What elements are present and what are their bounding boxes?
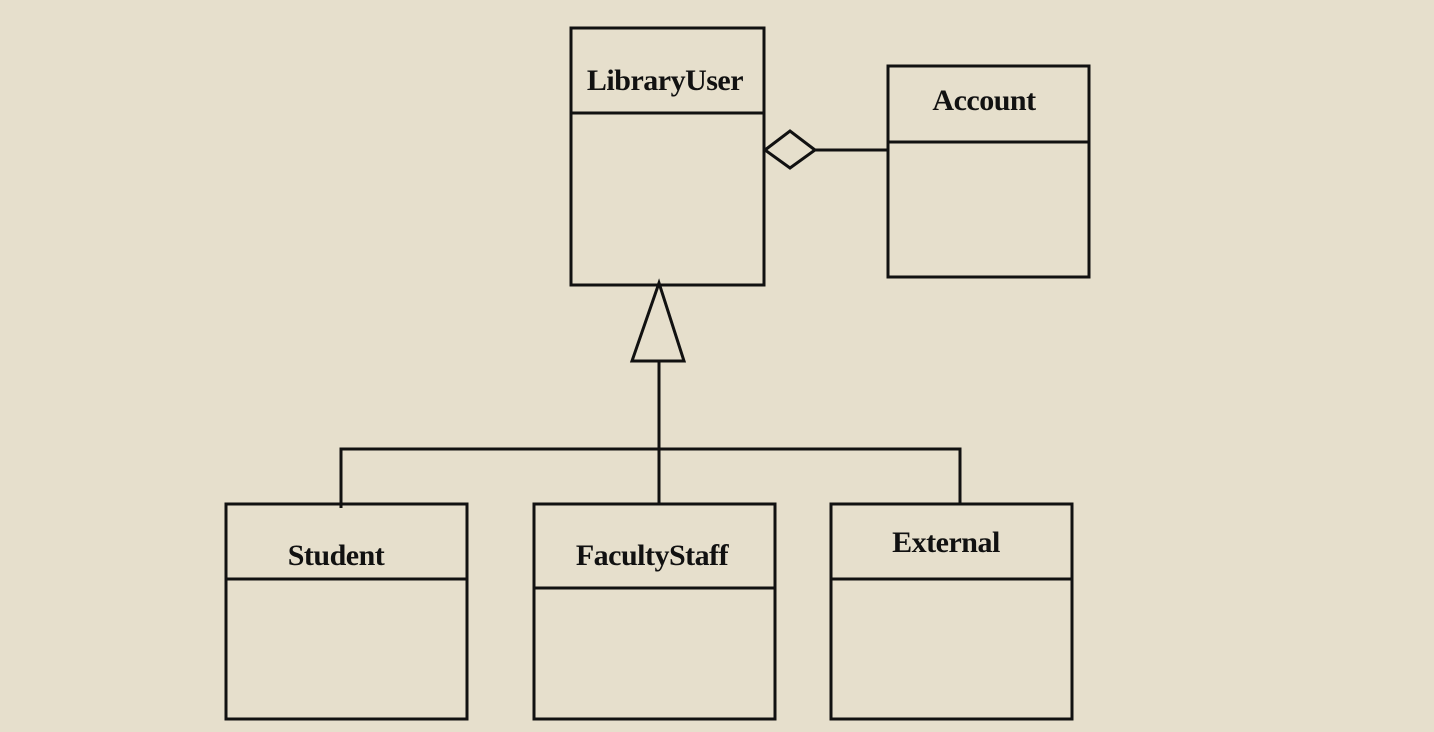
- class-account[interactable]: Account: [886, 64, 1091, 279]
- class-facultystaff[interactable]: FacultyStaff: [532, 502, 777, 721]
- class-account-box: [886, 64, 1091, 279]
- class-facultystaff-name: FacultyStaff: [576, 539, 730, 572]
- class-libraryuser-box: [569, 26, 766, 287]
- class-external[interactable]: External: [829, 502, 1074, 721]
- class-libraryuser-name: LibraryUser: [587, 64, 743, 97]
- generalization-triangle-icon: [629, 278, 687, 363]
- class-libraryuser[interactable]: LibraryUser: [569, 26, 766, 287]
- generalization-relationship: [339, 278, 962, 508]
- aggregation-diamond-icon: [762, 129, 818, 170]
- class-student-box: [224, 502, 469, 721]
- aggregation-relationship: [762, 129, 888, 170]
- class-facultystaff-box: [532, 502, 777, 721]
- class-external-name: External: [892, 526, 1000, 559]
- generalization-branch-line: [339, 447, 962, 508]
- class-external-box: [829, 502, 1074, 721]
- class-student[interactable]: Student: [224, 502, 469, 721]
- class-account-name: Account: [932, 84, 1036, 117]
- class-student-name: Student: [288, 539, 385, 572]
